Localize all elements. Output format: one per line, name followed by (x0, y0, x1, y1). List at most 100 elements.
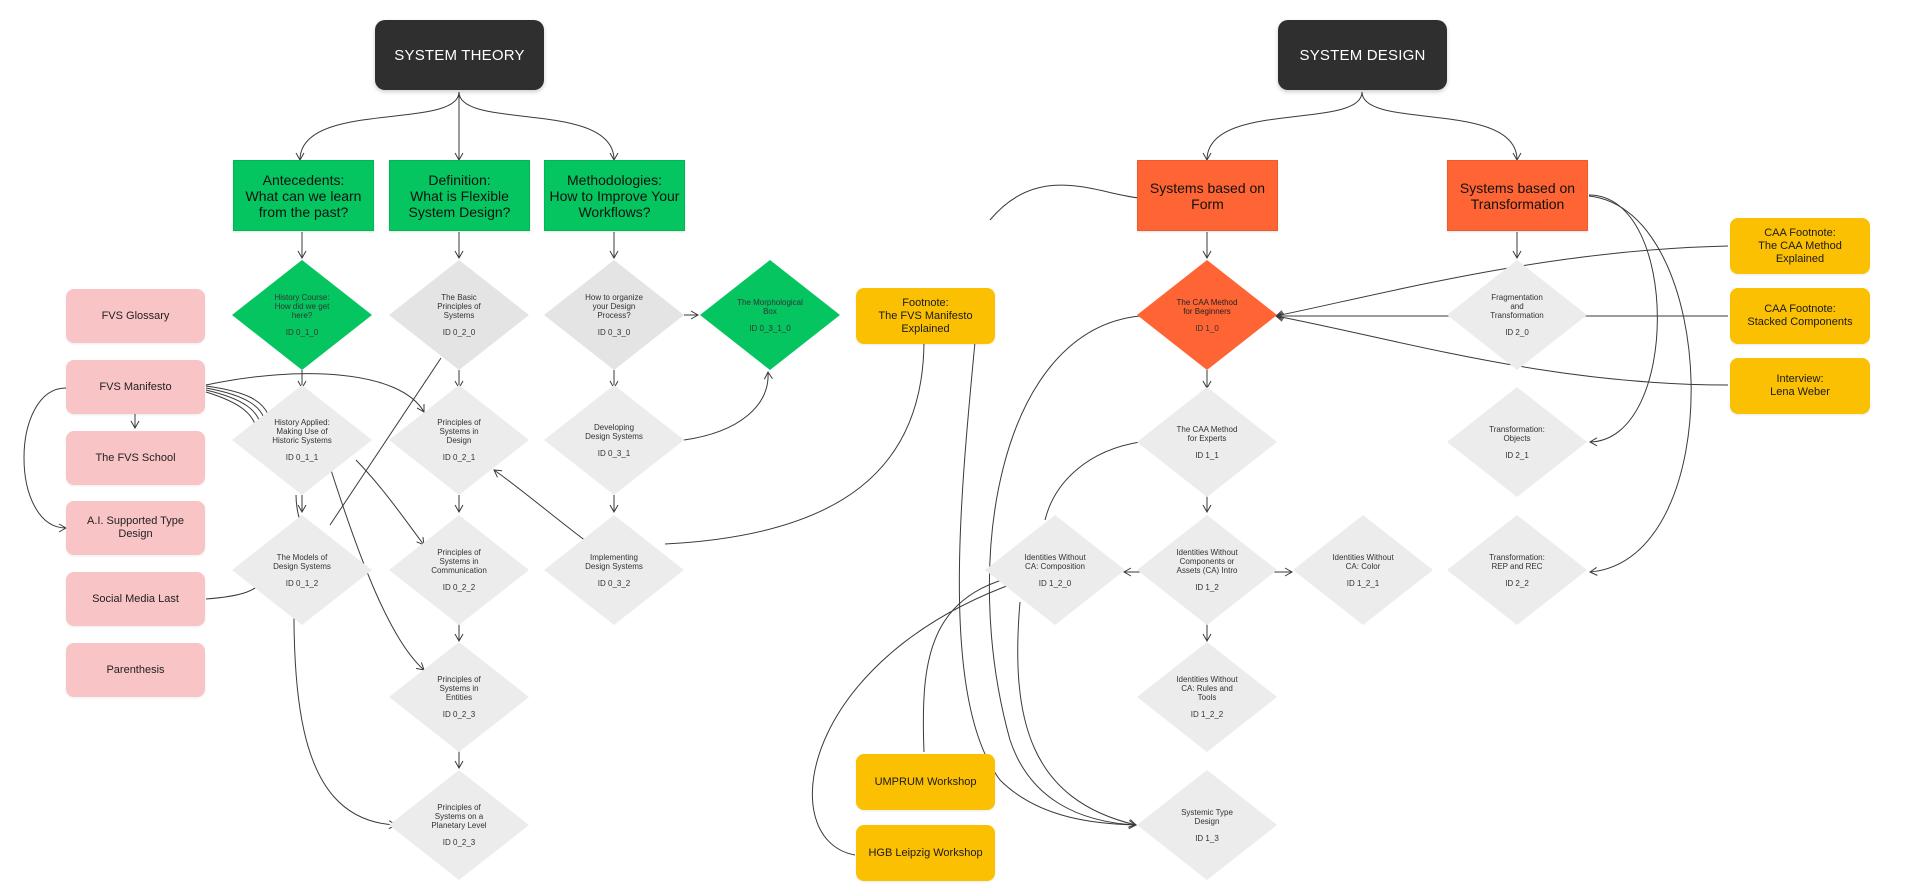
diamond-shape-1-2-1[interactable] (1293, 515, 1433, 625)
definition-line-2: What is Flexible (410, 187, 509, 204)
diamond-1-2[interactable]: Identities Without Components or Assets … (1157, 540, 1257, 600)
diamond-shape-0-3-1[interactable] (544, 385, 684, 495)
diamond-0-3-1-0-id: ID 0_3_1_0 (749, 323, 791, 333)
diamond-1-3-line-2: Design (1194, 816, 1220, 826)
diamond-1-2-2[interactable]: Identities Without CA: Rules and Tools I… (1157, 667, 1257, 727)
diamond-0-3-2-line-2: Design Systems (585, 561, 643, 571)
diamond-1-2-line-3: Assets (CA) Intro (1176, 566, 1238, 575)
diamond-shape-0-1-2[interactable] (232, 515, 372, 625)
note-fvs-manifesto[interactable]: FVS Manifesto (66, 360, 205, 414)
diamond-0-1-0[interactable]: History Course: How did we get here? ID … (252, 285, 352, 345)
category-antecedents[interactable]: Antecedents: What can we learn from the … (233, 160, 374, 231)
systems-form-line-1: Systems based on (1149, 179, 1266, 196)
diamond-shape-0-3-1-0[interactable] (700, 260, 840, 370)
diamond-0-2-3-planetary[interactable]: Principles of Systems on a Planetary Lev… (409, 795, 509, 855)
note-parenthesis[interactable]: Parenthesis (66, 643, 205, 697)
caa-stacked-line-2: Stacked Components (1747, 316, 1853, 328)
diamond-1-3[interactable]: Systemic Type Design ID 1_3 (1157, 795, 1257, 855)
diamond-0-3-2[interactable]: Implementing Design Systems ID 0_3_2 (564, 540, 664, 600)
diamond-shape-1-0[interactable] (1137, 260, 1277, 370)
antecedents-line-3: from the past? (258, 203, 349, 220)
diamond-shape-0-3-0[interactable] (544, 260, 684, 370)
diamond-0-2-0[interactable]: The Basic Principles of Systems ID 0_2_0 (409, 285, 509, 345)
diamond-2-0-line-2: and (1510, 302, 1524, 311)
diamond-0-2-2[interactable]: Principles of Systems in Communication I… (409, 540, 509, 600)
diamond-0-1-0-line-1: History Course: (274, 293, 330, 302)
diamond-shape-0-1-1[interactable] (232, 385, 372, 495)
category-systems-form[interactable]: Systems based on Form (1137, 160, 1278, 231)
system-theory-label: SYSTEM THEORY (394, 46, 525, 64)
system-design-root[interactable]: SYSTEM DESIGN (1278, 20, 1447, 90)
diamond-shape-0-3-2[interactable] (544, 515, 684, 625)
diamond-shape-0-2-0[interactable] (389, 260, 529, 370)
diamond-1-2-0-line-2: CA: Composition (1024, 561, 1086, 571)
category-definition[interactable]: Definition: What is Flexible System Desi… (389, 160, 530, 231)
fvs-manifesto-text: FVS Manifesto (99, 380, 172, 393)
diamond-shape-2-2[interactable] (1447, 515, 1587, 625)
diamond-0-3-1[interactable]: Developing Design Systems ID 0_3_1 (564, 410, 664, 470)
diamond-1-3-line-1: Systemic Type (1181, 807, 1233, 817)
note-fvs-glossary[interactable]: FVS Glossary (66, 289, 205, 343)
diamond-1-2-id: ID 1_2 (1195, 583, 1219, 592)
diamond-1-0-line-2: for Beginners (1183, 306, 1231, 316)
note-footnote-manifesto[interactable]: Footnote: The FVS Manifesto Explained (856, 288, 995, 344)
diamond-0-2-1-line-3: Design (446, 436, 472, 445)
note-interview-lena-weber[interactable]: Interview: Lena Weber (1730, 358, 1870, 414)
diamond-0-1-1[interactable]: History Applied: Making Use of Historic … (252, 410, 352, 470)
diamond-1-1[interactable]: The CAA Method for Experts ID 1_1 (1157, 412, 1257, 472)
diamond-2-1-line-2: Objects (1503, 433, 1531, 443)
diamond-0-2-0-line-3: Systems (443, 311, 475, 320)
note-ai-type-design[interactable]: A.I. Supported Type Design (66, 501, 205, 555)
definition-line-1: Definition: (428, 171, 491, 188)
diamond-0-2-1[interactable]: Principles of Systems in Design ID 0_2_1 (409, 410, 509, 470)
diamond-shape-1-1[interactable] (1137, 387, 1277, 497)
diamond-0-3-2-id: ID 0_3_2 (597, 578, 631, 588)
diamond-shape-0-2-2[interactable] (389, 515, 529, 625)
interview-line-2: Lena Weber (1770, 386, 1830, 398)
diamond-0-3-0[interactable]: How to organize your Design Process? ID … (564, 285, 664, 345)
diamond-shape-2-1[interactable] (1447, 387, 1587, 497)
diamond-1-2-1[interactable]: Identities Without CA: Color ID 1_2_1 (1313, 540, 1413, 600)
category-methodologies[interactable]: Methodologies: How to Improve Your Workf… (544, 160, 685, 231)
note-umprum-workshop[interactable]: UMPRUM Workshop (856, 754, 995, 810)
diamond-0-2-3b-line-1: Principles of (437, 803, 481, 812)
diamond-2-0-id: ID 2_0 (1505, 328, 1529, 337)
fvs-school-text: The FVS School (95, 451, 176, 464)
diamond-0-2-3a-line-1: Principles of (437, 675, 481, 684)
diamond-shape-1-2[interactable] (1137, 515, 1277, 625)
diamond-0-3-0-line-1: How to organize (585, 293, 643, 302)
diamond-shape-1-2-0[interactable] (985, 515, 1125, 625)
diamond-0-2-2-line-1: Principles of (437, 548, 481, 557)
diamond-1-1-id: ID 1_1 (1195, 450, 1219, 460)
diamond-0-3-2-line-1: Implementing (589, 552, 639, 562)
diamond-0-1-2[interactable]: The Models of Design Systems ID 0_1_2 (252, 540, 352, 600)
diamond-2-0[interactable]: Fragmentation and Transformation ID 2_0 (1467, 285, 1567, 345)
diamond-shape-1-2-2[interactable] (1137, 642, 1277, 752)
diamond-shape-0-2-3b[interactable] (389, 770, 529, 880)
diamond-1-2-line-2: Components or (1179, 557, 1235, 566)
note-caa-method-explained[interactable]: CAA Footnote: The CAA Method Explained (1730, 218, 1870, 274)
diamond-shape-0-1-0[interactable] (232, 260, 372, 370)
diamond-1-0[interactable]: The CAA Method for Beginners ID 1_0 (1157, 285, 1257, 345)
diamond-shape-0-2-1[interactable] (389, 385, 529, 495)
diamond-shape-1-3[interactable] (1137, 770, 1277, 880)
diamond-0-2-3-entities[interactable]: Principles of Systems in Entities ID 0_2… (409, 667, 509, 727)
diamond-1-2-0[interactable]: Identities Without CA: Composition ID 1_… (1005, 540, 1105, 600)
note-caa-stacked-components[interactable]: CAA Footnote: Stacked Components (1730, 288, 1870, 344)
diamond-0-1-1-line-3: Historic Systems (272, 436, 332, 445)
note-social-media-last[interactable]: Social Media Last (66, 572, 205, 626)
note-fvs-school[interactable]: The FVS School (66, 431, 205, 485)
diamond-shape-0-2-3a[interactable] (389, 642, 529, 752)
category-systems-transformation[interactable]: Systems based on Transformation (1447, 160, 1588, 231)
diamond-1-3-id: ID 1_3 (1195, 833, 1219, 843)
diamond-shape-2-0[interactable] (1447, 260, 1587, 370)
diamond-0-3-1-0[interactable]: The Morphological Box ID 0_3_1_0 (720, 285, 820, 345)
note-hgb-leipzig-workshop[interactable]: HGB Leipzig Workshop (856, 825, 995, 881)
caa-method-explained-line-2: The CAA Method Explained (1758, 239, 1842, 265)
diamond-0-3-0-id: ID 0_3_0 (597, 328, 631, 337)
diamond-2-2[interactable]: Transformation: REP and REC ID 2_2 (1467, 540, 1567, 600)
system-theory-root[interactable]: SYSTEM THEORY (375, 20, 544, 90)
antecedents-line-2: What can we learn (245, 187, 362, 204)
diamond-2-1[interactable]: Transformation: Objects ID 2_1 (1467, 412, 1567, 472)
